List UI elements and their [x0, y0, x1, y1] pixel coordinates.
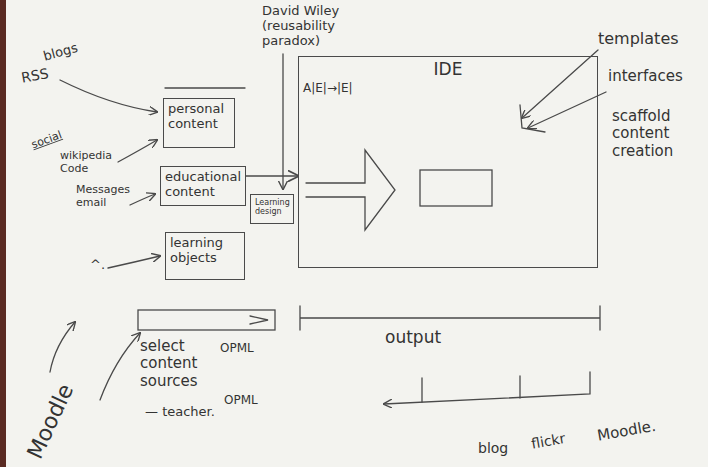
handwritten-note: OPML — [224, 394, 258, 408]
node-title: personal content — [168, 102, 230, 132]
leader-arrow — [60, 80, 157, 112]
leader-arrow — [130, 194, 155, 205]
handwritten-note: social — [30, 129, 64, 152]
table-edge — [0, 0, 6, 467]
ide-box: IDE A|E|→|E| — [298, 56, 598, 268]
handwritten-note: Moodle. — [596, 418, 657, 445]
node-title: educational content — [165, 170, 241, 200]
node-title: learning objects — [170, 236, 240, 266]
arrow-head-sketch — [250, 316, 268, 324]
handwritten-note: David Wiley (reusability paradox) — [262, 4, 366, 49]
design-box: Learning design — [250, 194, 294, 224]
handwritten-note: output — [385, 328, 441, 348]
source-box: learning objects — [165, 232, 245, 280]
handwritten-note: templates — [598, 30, 679, 48]
handwritten-note: blog — [478, 440, 508, 456]
handwritten-note: Messages email — [76, 184, 132, 209]
node-title: IDE — [303, 60, 593, 80]
node-subtext: A|E|→|E| — [303, 82, 593, 96]
leader-arrow — [100, 333, 140, 400]
handwritten-note: interfaces — [608, 68, 683, 85]
handwritten-note: wikipedia Code — [60, 150, 120, 175]
handwritten-note: ^. — [90, 258, 105, 273]
arrow-head-sketch — [520, 105, 545, 132]
source-box: educational content — [160, 166, 246, 206]
handwritten-note: blogs — [42, 41, 80, 64]
output-box — [420, 170, 492, 206]
leader-arrow — [282, 54, 283, 189]
output-bracket — [300, 306, 600, 330]
handwritten-note: RSS — [20, 65, 50, 86]
leader-arrow — [50, 322, 75, 372]
output-arrow — [384, 372, 590, 404]
big-arrow — [306, 150, 395, 230]
leader-arrow — [522, 50, 598, 118]
connector — [246, 175, 298, 176]
sketch-line — [165, 87, 245, 88]
handwritten-note: scaffold content creation — [612, 108, 696, 160]
source-box: personal content — [163, 98, 235, 148]
sources-bar — [138, 310, 275, 330]
handwritten-note: — teacher. — [145, 405, 215, 420]
tick-mark — [422, 376, 520, 402]
handwritten-note: Moodle — [22, 380, 79, 463]
leader-arrow — [108, 256, 160, 268]
handwritten-note: select content sources — [140, 338, 214, 390]
node-title: Learning design — [255, 198, 289, 216]
handwritten-note: OPML — [220, 342, 254, 356]
leader-arrow — [118, 140, 157, 162]
leader-arrow — [528, 92, 606, 128]
handwritten-note: flickr — [530, 430, 567, 452]
